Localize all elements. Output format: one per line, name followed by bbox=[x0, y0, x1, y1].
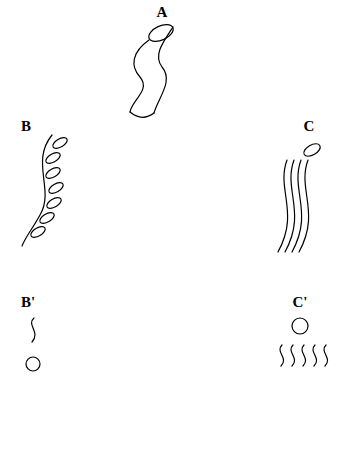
figure-letter: C bbox=[304, 119, 315, 134]
figure-letter: A bbox=[157, 5, 168, 20]
strand-with-ovals bbox=[22, 135, 69, 246]
separated-parts bbox=[280, 318, 328, 366]
strand-bundle bbox=[278, 141, 322, 252]
separated-parts bbox=[26, 318, 40, 371]
figure-letter: B' bbox=[21, 295, 35, 310]
figure-letter: C' bbox=[293, 295, 308, 310]
tube-figure bbox=[130, 21, 176, 117]
figure-letter: B bbox=[21, 119, 31, 134]
